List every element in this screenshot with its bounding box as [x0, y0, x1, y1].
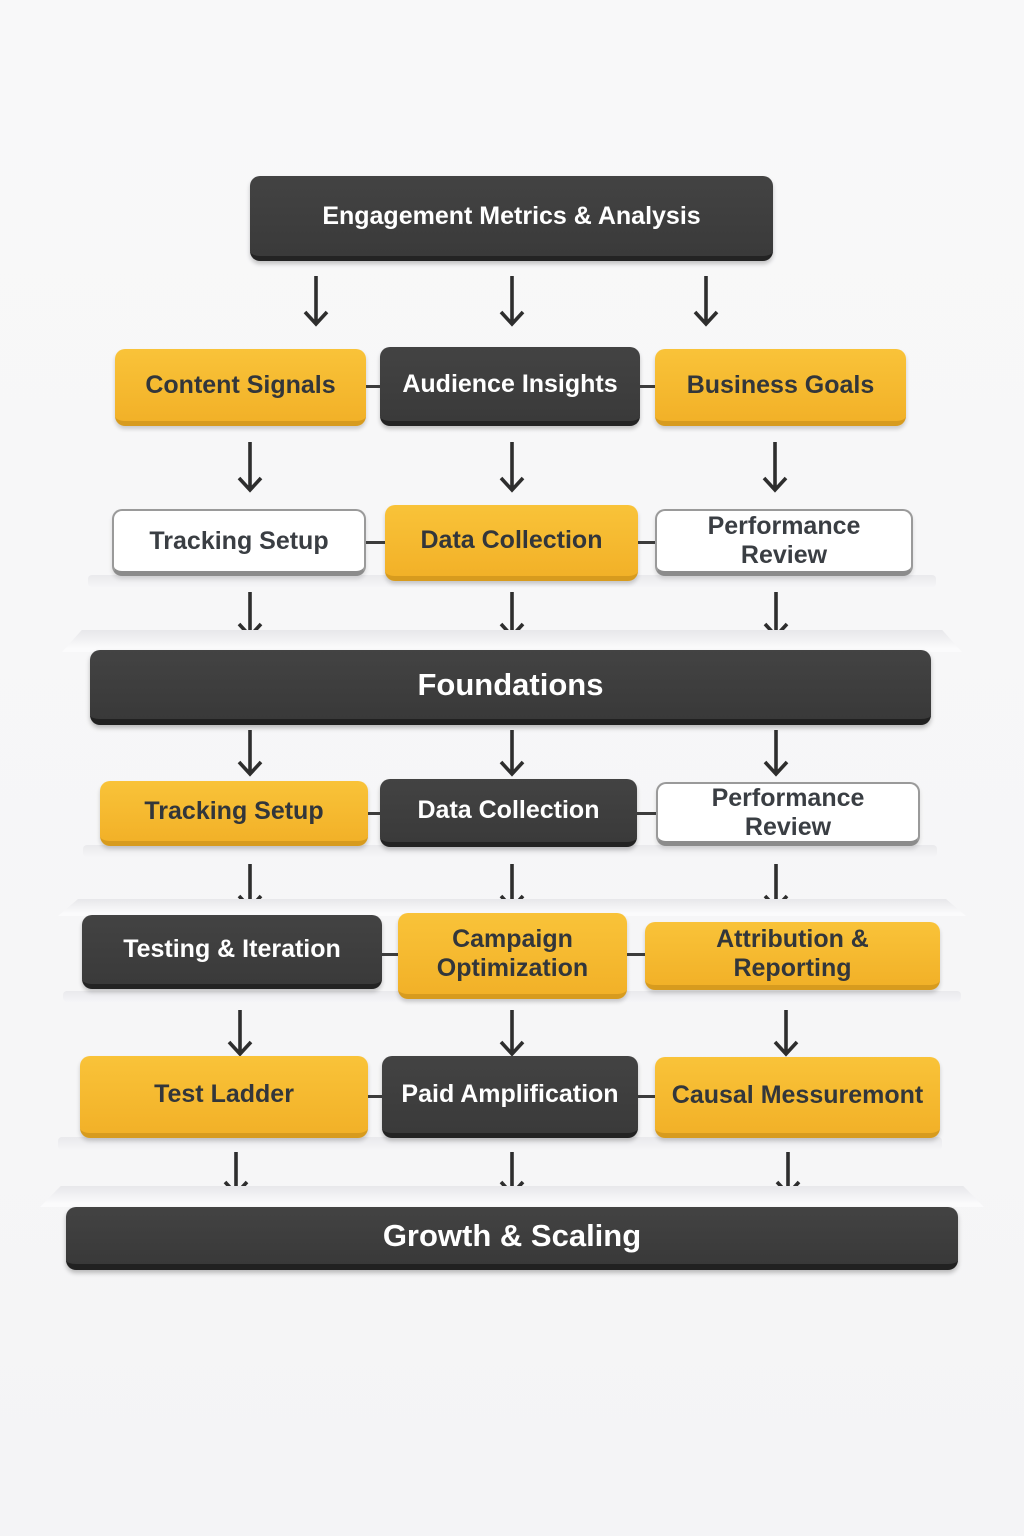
down-arrow-icon [497, 728, 527, 786]
node-engagement-metrics: Engagement Metrics & Analysis [250, 176, 773, 261]
band-foundations: Foundations [90, 650, 931, 725]
node-test-ladder: Test Ladder [80, 1056, 368, 1138]
node-paid-amplification: Paid Amplification [382, 1056, 638, 1138]
connector-line [366, 385, 380, 388]
connector-line [382, 953, 398, 956]
node-performance-review-2: Performance Review [656, 782, 920, 846]
down-arrow-icon [497, 274, 527, 332]
node-performance-review: Performance Review [655, 509, 913, 576]
node-audience-insights: Audience Insights [380, 347, 640, 426]
node-data-collection-2: Data Collection [380, 779, 637, 847]
node-tracking-setup-2: Tracking Setup [100, 781, 368, 846]
shelf-strip [88, 575, 936, 587]
node-attribution-reporting: Attribution & Reporting [645, 922, 940, 990]
connector-line [627, 953, 645, 956]
platform-ledge [58, 899, 966, 916]
connector-line [368, 812, 380, 815]
connector-line [638, 541, 655, 544]
shelf-strip [83, 845, 937, 857]
node-tracking-setup: Tracking Setup [112, 509, 366, 576]
down-arrow-icon [497, 440, 527, 498]
down-arrow-icon [225, 1008, 255, 1066]
down-arrow-icon [235, 440, 265, 498]
down-arrow-icon [301, 274, 331, 332]
platform-ledge [40, 1186, 984, 1207]
band-growth-scaling: Growth & Scaling [66, 1207, 958, 1270]
down-arrow-icon [771, 1008, 801, 1066]
down-arrow-icon [761, 728, 791, 786]
node-data-collection: Data Collection [385, 505, 638, 581]
down-arrow-icon [691, 274, 721, 332]
node-content-signals: Content Signals [115, 349, 366, 426]
connector-line [638, 1095, 655, 1098]
platform-ledge [62, 630, 962, 652]
connector-line [640, 385, 655, 388]
node-testing-iteration: Testing & Iteration [82, 915, 382, 989]
node-causal-messuremont: Causal Messuremont [655, 1057, 940, 1138]
down-arrow-icon [235, 728, 265, 786]
down-arrow-icon [497, 1008, 527, 1066]
shelf-strip [58, 1137, 942, 1150]
node-business-goals: Business Goals [655, 349, 906, 426]
connector-line [368, 1095, 382, 1098]
connector-line [366, 541, 385, 544]
down-arrow-icon [760, 440, 790, 498]
connector-line [637, 812, 656, 815]
node-campaign-optimization: Campaign Optimization [398, 913, 627, 999]
